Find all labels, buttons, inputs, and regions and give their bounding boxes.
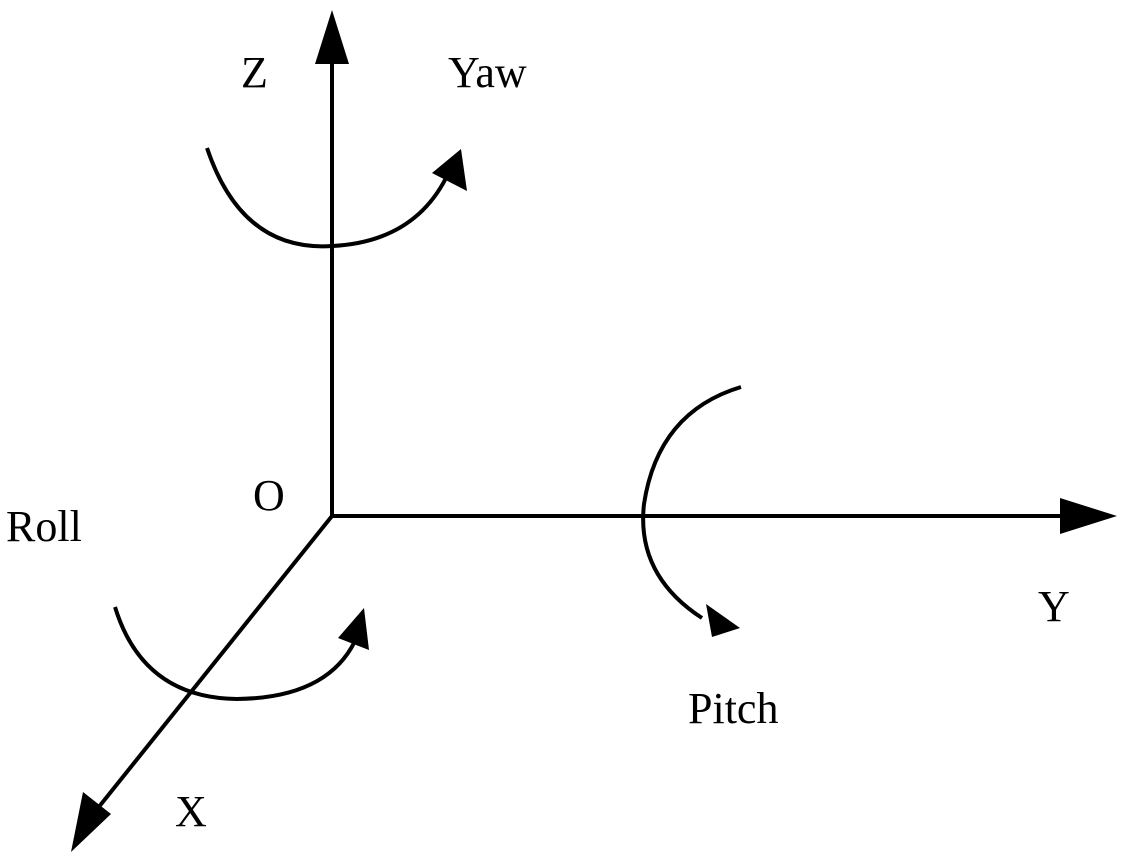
roll-arc <box>113 606 357 702</box>
yaw-rotation-arrow <box>205 147 467 249</box>
roll-rotation-arrow <box>113 606 369 702</box>
roll-label: Roll <box>6 502 82 551</box>
pitch-arc <box>641 385 742 620</box>
pitch-label: Pitch <box>688 684 778 733</box>
yaw-arrowhead <box>432 149 467 191</box>
x-axis <box>71 514 334 852</box>
y-axis-arrowhead <box>1060 498 1117 534</box>
y-axis <box>330 498 1117 534</box>
roll-arrowhead <box>338 608 369 650</box>
z-axis-label: Z <box>241 48 268 97</box>
yaw-arc <box>205 147 448 249</box>
pitch-rotation-arrow <box>641 385 742 637</box>
z-axis-arrowhead <box>315 10 349 64</box>
y-axis-label: Y <box>1038 582 1070 631</box>
pitch-arrowhead <box>706 604 740 637</box>
yaw-label: Yaw <box>448 48 527 97</box>
z-axis <box>315 10 349 516</box>
x-axis-label: X <box>175 787 207 836</box>
x-axis-line <box>96 514 334 810</box>
x-axis-arrowhead <box>71 792 111 852</box>
origin-label: O <box>253 471 285 520</box>
